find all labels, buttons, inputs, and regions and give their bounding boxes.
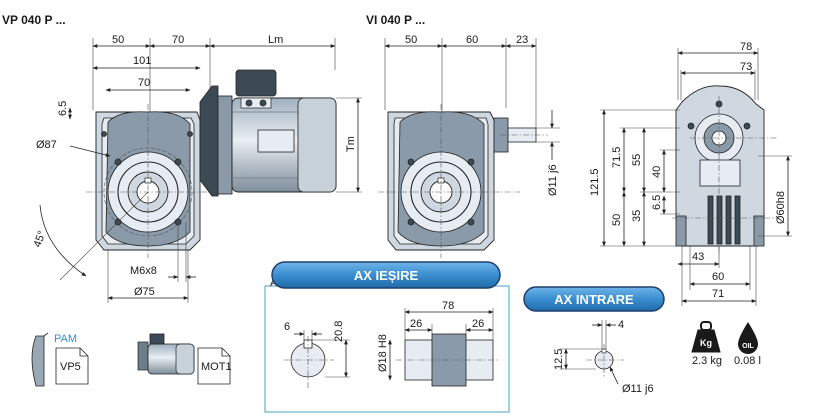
- input-dim-dia11: Ø11 j6: [622, 383, 654, 395]
- vi-dim-23: 23: [516, 34, 528, 46]
- output-dim-20-8: 20.8: [333, 321, 345, 342]
- side-dim-60: 60: [712, 271, 724, 283]
- vi-dim-60: 60: [466, 34, 478, 46]
- vp-view: VP 040 P ... 50 70 Lm 101 70 6.5: [2, 13, 362, 303]
- vp5-document-icon: [55, 347, 89, 385]
- output-dim-26-left: 26: [410, 318, 422, 330]
- output-dim-dia18: Ø18 H8: [377, 334, 389, 372]
- vp-dim-lm: Lm: [268, 34, 283, 46]
- input-shaft-pill: [523, 286, 665, 312]
- output-dim-6: 6: [284, 321, 290, 333]
- side-dim-43: 43: [692, 251, 704, 263]
- side-dim-40: 40: [651, 166, 663, 178]
- vp-dim-m6x8: M6x8: [130, 265, 157, 277]
- vp-dim-6-5: 6.5: [57, 101, 69, 116]
- vp5-label: VP5: [60, 361, 81, 373]
- output-dim-78: 78: [442, 300, 454, 312]
- pam-label: PAM: [54, 333, 77, 345]
- weight-icon-text: Kg: [700, 338, 712, 348]
- oil-value: 0.08 l: [734, 355, 761, 367]
- side-dim-50: 50: [611, 214, 623, 226]
- vp-dim-50: 50: [112, 34, 124, 46]
- pam-flange-icon: [31, 335, 45, 387]
- vp-dim-dia87: Ø87: [36, 139, 57, 151]
- vi-dim-50: 50: [405, 34, 417, 46]
- mot1-document-icon: [197, 347, 231, 385]
- output-shaft-label: AX IEȘIRE: [354, 268, 419, 283]
- oil-icon-text: OIL: [742, 343, 754, 350]
- side-dim-71: 71: [712, 288, 724, 300]
- output-shaft-pill: [271, 261, 501, 289]
- output-shaft-panel: A AX IEȘIRE 6 20.8 78 26 26 Ø18 H8: [264, 261, 510, 413]
- oil-drop-icon: [738, 322, 758, 354]
- vp-dim-dia75: Ø75: [134, 286, 155, 298]
- mot1-label: MOT1: [201, 361, 232, 373]
- vp-dim-angle: 45°: [32, 229, 49, 249]
- input-dim-12-5: 12.5: [553, 349, 565, 370]
- side-dim-35: 35: [631, 210, 643, 222]
- vi-dim-shaft: Ø11 j6: [547, 164, 559, 196]
- side-view: 78 73 121.5 71.5 50: [589, 41, 792, 306]
- vp-title: VP 040 P ...: [2, 13, 66, 27]
- section-marker: A: [270, 277, 277, 289]
- input-shaft-panel: AX INTRARE 4 12.5 Ø11 j6: [523, 286, 665, 395]
- input-shaft-label: AX INTRARE: [554, 292, 634, 307]
- accessories: PAM VP5 MOT1: [31, 332, 232, 387]
- side-dim-71-5: 71.5: [611, 147, 623, 168]
- side-dim-dia60: Ø60h8: [775, 191, 787, 224]
- vi-view: VI 040 P ... 50 60 23 Ø11 j6: [366, 13, 560, 258]
- vp-dim-tm: Tm: [345, 136, 357, 152]
- vp-dim-70-inner: 70: [138, 77, 150, 89]
- output-dim-26-right: 26: [472, 318, 484, 330]
- specs: Kg 2.3 kg OIL 0.08 l: [691, 321, 761, 367]
- side-dim-78: 78: [740, 41, 752, 53]
- vp-motor-flange: [199, 85, 219, 197]
- weight-value: 2.3 kg: [692, 355, 722, 367]
- vp-dim-101: 101: [133, 55, 151, 67]
- side-dim-55: 55: [631, 154, 643, 166]
- side-dim-121-5: 121.5: [589, 168, 601, 196]
- vp-dim-70: 70: [172, 34, 184, 46]
- vi-title: VI 040 P ...: [366, 13, 425, 27]
- motor-sketch-icon: [137, 341, 149, 371]
- side-dim-6-5: 6.5: [651, 195, 663, 210]
- input-dim-4: 4: [618, 319, 624, 331]
- side-dim-73: 73: [740, 61, 752, 73]
- vp-terminal-box: [235, 69, 277, 97]
